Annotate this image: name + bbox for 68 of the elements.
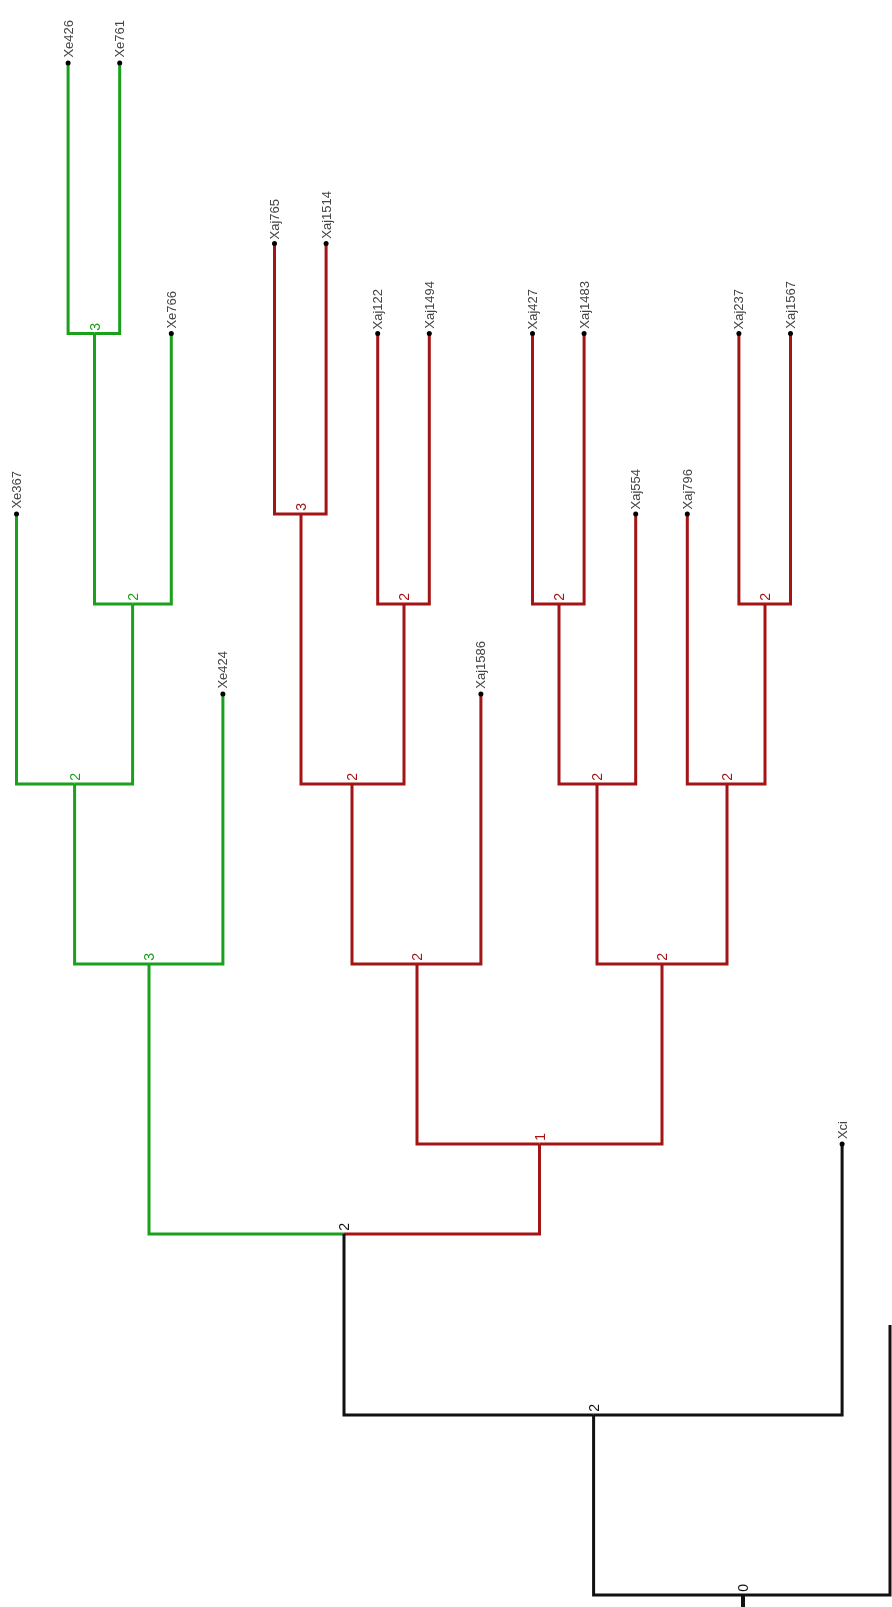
- tree-branch: [74, 604, 135, 786]
- branch-value: 2: [125, 593, 140, 601]
- tree-branch: [273, 243, 301, 516]
- tree-branch: [531, 333, 559, 606]
- tree-branch: [662, 784, 729, 966]
- tree-branch: [727, 604, 767, 786]
- branch-value: 2: [345, 773, 359, 781]
- tree-branch: [539, 964, 664, 1146]
- tree-branch: [595, 784, 662, 966]
- tree-branch: [342, 1234, 594, 1417]
- tree-branch: [93, 333, 133, 606]
- leaf-label: Xaj1567: [784, 280, 797, 329]
- leaf-label: Xaj427: [526, 288, 539, 329]
- leaf-label: Xaj1514: [319, 190, 333, 239]
- tree-branch: [350, 784, 417, 966]
- tree-branch: [94, 63, 122, 335]
- tree-branch: [737, 333, 765, 606]
- leaf-label: Xe426: [61, 20, 75, 58]
- tree-branch: [147, 964, 344, 1236]
- tree-branch: [299, 514, 352, 786]
- leaf-label: Xe761: [113, 20, 127, 58]
- leaf-label: Xaj765: [268, 198, 281, 240]
- tree-branch: [66, 63, 95, 335]
- leaf-label: Xaj122: [371, 288, 385, 329]
- branch-value: 1: [532, 1133, 547, 1141]
- branch-value: 2: [655, 953, 669, 961]
- tree-branch: [15, 514, 75, 786]
- tree-branch: [765, 333, 792, 606]
- leaf-label: Xe424: [216, 651, 230, 689]
- branch-value: 2: [758, 593, 772, 601]
- branch-value: 3: [142, 953, 156, 961]
- branch-value: 2: [67, 773, 82, 781]
- tree-branch: [301, 243, 328, 516]
- leaf-label: Xaj1494: [422, 280, 436, 329]
- leaf-label: Xaj554: [629, 469, 643, 510]
- tree-branch: [743, 1325, 892, 1597]
- branch-value: 2: [337, 1223, 351, 1231]
- branch-value: 3: [87, 322, 102, 331]
- leaf-label: Xaj796: [680, 469, 694, 510]
- tree-branch: [415, 964, 540, 1146]
- leaf-label: Xe367: [10, 471, 23, 509]
- tree-branch: [593, 1144, 844, 1417]
- branch-value: 2: [397, 593, 411, 601]
- leaf-label: Xaj1483: [577, 280, 591, 329]
- leaf-label: Xe766: [164, 290, 178, 329]
- tree-branch: [559, 333, 586, 606]
- branch-value: 2: [410, 953, 424, 961]
- branch-value: 3: [294, 503, 308, 511]
- tree-branch: [352, 604, 406, 786]
- branch-value: 2: [720, 773, 734, 781]
- branch-value: 0: [736, 1584, 750, 1592]
- tree-branch: [404, 333, 431, 606]
- tree-branch: [376, 333, 404, 606]
- tree-branch: [344, 1144, 541, 1236]
- tree-branch: [132, 333, 173, 606]
- tree-branch: [685, 514, 727, 786]
- tree-branch: [149, 694, 225, 966]
- leaf-label: Xci: [835, 1121, 849, 1140]
- tree-branch: [557, 604, 597, 786]
- branch-value: 2: [552, 593, 566, 601]
- tree-branch: [597, 514, 638, 786]
- leaf-label: Xaj237: [732, 288, 746, 329]
- tree-branch: [73, 784, 149, 966]
- tree-branch: [592, 1415, 743, 1597]
- branch-value: 2: [586, 1404, 601, 1412]
- leaf-label: Xaj1586: [474, 641, 488, 689]
- tree-branch: [417, 694, 483, 966]
- branch-value: 2: [590, 773, 604, 781]
